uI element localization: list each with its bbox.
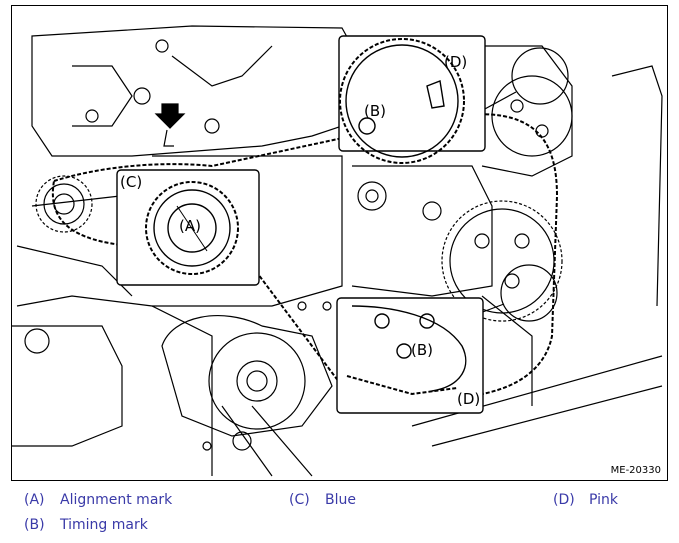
- engine-block-outline: [31, 25, 353, 157]
- legend-item-a: (A) Alignment mark: [24, 492, 172, 508]
- inset-d-upper: [338, 35, 486, 164]
- legend-key: (A): [24, 492, 45, 508]
- legend-item-c: (C) Blue: [289, 492, 356, 508]
- legend-item-b: (B) Timing mark: [24, 517, 148, 533]
- engine-timing-diagram: (C) (A) (D) (B) (B) (D) ME-20330: [11, 5, 668, 481]
- legend-key: (D): [553, 492, 575, 508]
- timing-chain: [51, 113, 559, 398]
- pointer-arrow: [154, 103, 186, 129]
- legend-key: (B): [24, 517, 45, 533]
- engine-line-drawing: (C) (A) (D) (B) (B) (D): [12, 25, 663, 477]
- zoom-circle-lower: [500, 264, 558, 322]
- inset-c: [116, 169, 260, 286]
- callout-b-lower: (B): [411, 341, 433, 359]
- legend-item-d: (D) Pink: [553, 492, 618, 508]
- figure-id: ME-20330: [610, 465, 661, 476]
- legend-label: Alignment mark: [60, 492, 173, 508]
- legend-label: Blue: [325, 492, 356, 508]
- legend-key: (C): [289, 492, 310, 508]
- legend-label: Pink: [589, 492, 619, 508]
- zoom-circle-upper: [511, 47, 569, 105]
- legend: (A) Alignment mark (B) Timing mark (C) Blue…: [0, 484, 679, 543]
- callout-d-lower: (D): [457, 390, 480, 408]
- callout-b-upper: (B): [364, 102, 386, 120]
- callout-c: (C): [120, 173, 142, 191]
- callout-a: (A): [179, 217, 201, 235]
- legend-label: Timing mark: [60, 517, 148, 533]
- callout-d-upper: (D): [444, 53, 467, 71]
- inset-d-lower: [336, 297, 484, 414]
